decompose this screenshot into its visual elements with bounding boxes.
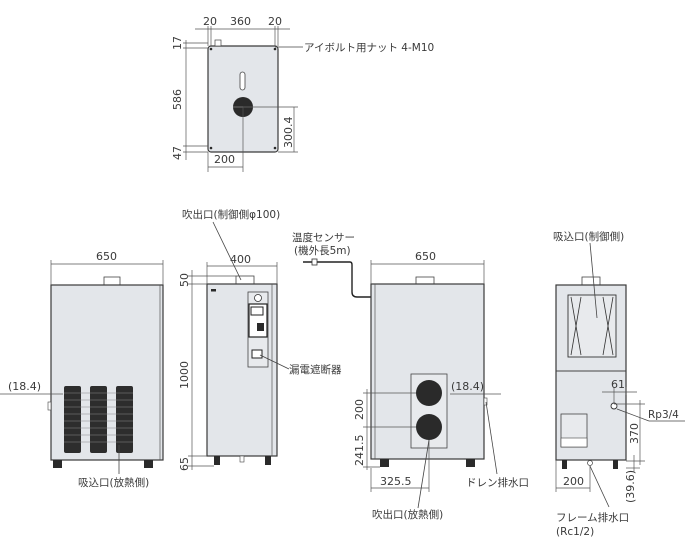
right-casters <box>562 460 618 469</box>
frame-drain-callout-line2: (Rc1/2) <box>556 526 594 538</box>
rear-dim-18-4: (18.4) <box>451 380 484 393</box>
frame-drain-callout-line1: フレーム排水口 <box>556 511 629 524</box>
rear-view: 650 (18.4) 200 241.5 325.5 吹出口(放熱側) ドレン排… <box>353 250 529 521</box>
side-dim-400: 400 <box>230 253 251 266</box>
power-indicator-icon <box>254 294 262 302</box>
top-view-slot <box>239 71 246 91</box>
top-dim-17: 17 <box>171 36 184 50</box>
front-dim-18-4: (18.4) <box>8 380 41 393</box>
top-dim-center: 360 <box>230 15 251 28</box>
right-dim-61: 61 <box>611 378 625 391</box>
side-dim-50: 50 <box>178 273 191 287</box>
front-inlet-callout: 吸込口(放熱側) <box>78 476 149 489</box>
right-view: 61 Rp3/4 370 (39.6) 200 フレーム排水口 (Rc1/2) … <box>553 230 685 538</box>
top-view: 20 360 20 17 586 47 200 300.4 アイボルト用ナット … <box>171 15 434 172</box>
right-inlet-grille <box>567 294 617 358</box>
front-dim-650: 650 <box>96 250 117 263</box>
rear-dim-200: 200 <box>353 399 366 420</box>
sensor-probe-icon <box>311 258 318 266</box>
rear-dim-650: 650 <box>415 250 436 263</box>
top-dim-left: 20 <box>203 15 217 28</box>
temperature-sensor: 温度センサー (機外長5m) <box>292 231 371 298</box>
eyebolt-callout: アイボルト用ナット 4-M10 <box>304 42 434 54</box>
rear-dim-241-5: 241.5 <box>353 435 366 467</box>
side-outlet-callout: 吹出口(制御側φ100) <box>182 208 280 221</box>
top-dim-right: 20 <box>268 15 282 28</box>
rear-outlet-callout: 吹出口(放熱側) <box>372 508 443 521</box>
rear-fan-lower <box>416 414 442 440</box>
drain-callout: ドレン排水口 <box>466 476 529 489</box>
rear-casters <box>380 459 475 467</box>
rear-fan-upper <box>416 380 442 406</box>
top-view-tab <box>214 39 222 47</box>
keypad-icon <box>257 323 264 331</box>
right-inlet-callout: 吸込口(制御側) <box>553 230 624 243</box>
top-dim-47: 47 <box>171 146 184 160</box>
sensor-cable <box>303 261 371 298</box>
control-panel <box>247 291 269 368</box>
top-dim-586: 586 <box>171 89 184 110</box>
breaker-icon <box>251 349 263 359</box>
front-view: 650 (18.4) 吸込口(放熱側) <box>0 250 164 489</box>
frame-drain-icon <box>587 460 593 466</box>
sensor-label-line1: 温度センサー <box>292 231 355 244</box>
rear-dim-325-5: 325.5 <box>380 475 412 488</box>
side-dim-1000: 1000 <box>178 361 191 389</box>
breaker-callout: 漏電遮断器 <box>289 363 342 376</box>
top-dim-300-4: 300.4 <box>282 117 295 149</box>
front-casters <box>53 460 153 468</box>
right-dim-370: 370 <box>628 423 641 444</box>
right-dim-39-6: (39.6) <box>624 470 637 503</box>
side-dim-65: 65 <box>178 457 191 471</box>
sensor-label-line2: (機外長5m) <box>294 244 351 257</box>
front-vents <box>64 386 133 453</box>
right-dim-200: 200 <box>563 475 584 488</box>
side-view: 400 50 1000 65 吹出口(制御側φ100) 漏電遮断器 <box>178 208 342 471</box>
pipe-callout: Rp3/4 <box>648 409 679 421</box>
top-dim-200: 200 <box>214 153 235 166</box>
side-casters <box>214 456 271 465</box>
